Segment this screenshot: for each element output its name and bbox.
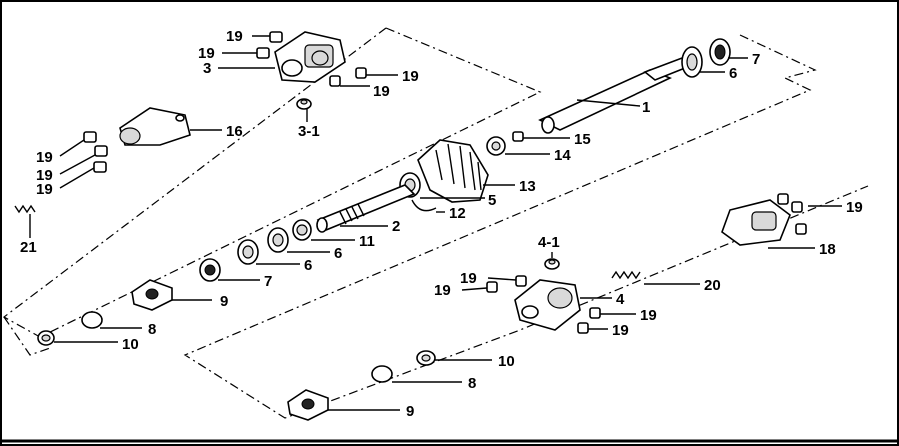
label-part-10-bottom: 10: [498, 353, 515, 370]
lower-assembly-outline: [183, 34, 869, 419]
label-part-19-b: 19: [198, 45, 215, 62]
label-part-19-f: 19: [36, 167, 53, 184]
label-part-5: 5: [488, 192, 496, 209]
label-part-20: 20: [704, 277, 721, 294]
bearing-part-6b: [237, 239, 259, 265]
left-assembly-outline: [3, 316, 51, 356]
housing-part-3: [274, 31, 346, 83]
gear-part-13: [417, 139, 489, 203]
washer-part-8-left: [81, 311, 103, 329]
label-part-15: 15: [574, 131, 591, 148]
housing-part-4: [514, 279, 581, 331]
nut-part-4-1: [544, 258, 560, 270]
label-part-19-g: 19: [36, 181, 53, 198]
washer-part-14: [486, 136, 506, 156]
housing-part-16: [119, 107, 191, 146]
bearing-part-6-upper: [681, 46, 703, 78]
label-part-9-bottom: 9: [406, 403, 414, 420]
label-part-13: 13: [519, 178, 536, 195]
label-part-4-1: 4-1: [538, 234, 560, 251]
label-part-19-a: 19: [226, 28, 243, 45]
washer-part-8-bottom: [371, 365, 393, 383]
nut-part-10-left: [37, 330, 55, 346]
label-part-19-e: 19: [36, 149, 53, 166]
label-part-3-1: 3-1: [298, 123, 320, 140]
flange-part-9-bottom: [287, 389, 329, 421]
label-part-7-upper: 7: [752, 51, 760, 68]
label-part-2: 2: [392, 218, 400, 235]
label-part-3: 3: [203, 60, 211, 77]
label-part-19-j: 19: [640, 307, 657, 324]
label-part-19-i: 19: [434, 282, 451, 299]
label-part-9-left: 9: [220, 293, 228, 310]
label-part-1: 1: [642, 99, 650, 116]
spring-part-21: [14, 204, 36, 214]
label-part-12: 12: [449, 205, 466, 222]
label-part-10-left: 10: [122, 336, 139, 353]
label-part-19-d: 19: [373, 83, 390, 100]
label-part-8-left: 8: [148, 321, 156, 338]
shaft-part-2: [316, 184, 416, 233]
label-part-8-bottom: 8: [468, 375, 476, 392]
bolt-group: [83, 31, 807, 334]
flange-part-9-left: [131, 279, 173, 311]
label-part-6-upper: 6: [729, 65, 737, 82]
label-part-19-k: 19: [612, 322, 629, 339]
label-part-19-c: 19: [402, 68, 419, 85]
label-part-18: 18: [819, 241, 836, 258]
key-part-15: [512, 131, 524, 142]
cover-part-18: [721, 199, 791, 246]
seal-part-7-lower: [199, 258, 221, 282]
label-part-14: 14: [554, 147, 571, 164]
shaft-part-1: [538, 54, 702, 134]
nut-part-10-bottom: [416, 350, 436, 366]
nut-part-3-1: [296, 98, 312, 110]
washer-part-11: [292, 219, 312, 241]
label-part-19-l: 19: [846, 199, 863, 216]
label-part-19-h: 19: [460, 270, 477, 287]
label-part-6a: 6: [334, 245, 342, 262]
label-part-16: 16: [226, 123, 243, 140]
bearing-part-6a: [267, 227, 289, 253]
label-part-21: 21: [20, 239, 37, 256]
label-part-7-lower: 7: [264, 273, 272, 290]
spring-part-20: [611, 270, 641, 280]
label-part-4: 4: [616, 291, 625, 308]
label-part-11: 11: [359, 233, 375, 250]
clip-part-12: [411, 199, 437, 212]
seal-part-7-upper: [709, 38, 731, 66]
leader-lines: [29, 35, 842, 411]
label-part-6b: 6: [304, 257, 312, 274]
